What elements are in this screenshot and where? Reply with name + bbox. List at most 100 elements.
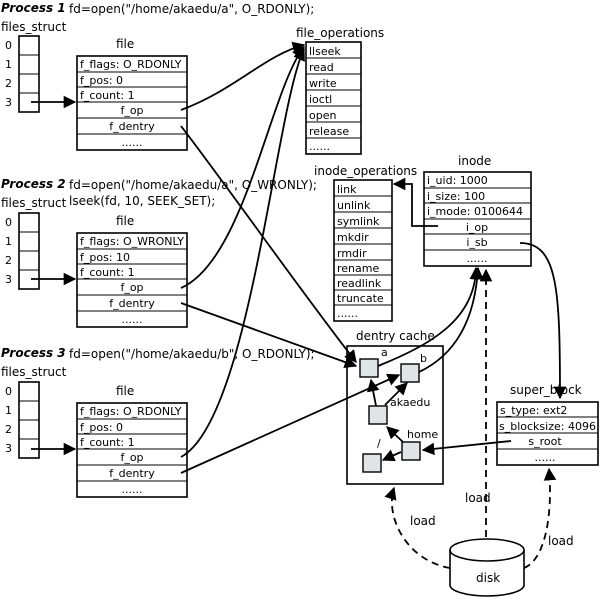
- process-code-line: fd=open("/home/akaedu/b", O_RDONLY);: [69, 347, 315, 361]
- dentry-node-a: [359, 358, 379, 378]
- file-field: f_count: 1: [80, 89, 135, 102]
- file-struct-table: [76, 55, 188, 151]
- file-field: ......: [122, 483, 143, 496]
- file-field: f_dentry: [109, 467, 155, 480]
- file-field: f_op: [120, 281, 143, 294]
- f-op-arrow: [180, 46, 305, 289]
- inode-op-item: truncate: [337, 292, 384, 305]
- fd-index: 3: [5, 273, 12, 286]
- inode-operations: inode_operations link unlink symlink mkd…: [314, 164, 417, 322]
- dentry-edge: [381, 449, 402, 462]
- file-field: f_flags: O_RDONLY: [80, 405, 182, 418]
- file-field: f_flags: O_WRONLY: [80, 235, 184, 248]
- f-dentry-arrow: [180, 125, 357, 363]
- load-arrow: [523, 467, 557, 569]
- process-label: Process 2: [1, 177, 66, 191]
- fd-index: 2: [5, 423, 12, 436]
- process-2: Process 2 fd=open("/home/akaedu/a", O_WR…: [1, 177, 317, 328]
- process-code-line: fd=open("/home/akaedu/a", O_RDONLY);: [69, 2, 314, 16]
- dentry-node-root: [362, 453, 382, 473]
- file-label: file: [116, 37, 134, 51]
- file-field: ......: [122, 313, 143, 326]
- file-operations-title: file_operations: [296, 26, 384, 40]
- dentry-edge: [386, 426, 404, 443]
- file-field: f_dentry: [109, 120, 155, 133]
- fd-index: 2: [5, 77, 12, 90]
- inode-field: i_uid: 1000: [427, 174, 488, 187]
- inode-field: i_op: [466, 221, 488, 234]
- super-block-field: s_type: ext2: [500, 404, 567, 417]
- files-struct-table: [18, 212, 40, 290]
- file-struct-table: [76, 402, 188, 498]
- super-block-field: s_root: [528, 435, 562, 448]
- process-1: Process 1 fd=open("/home/akaedu/a", O_RD…: [1, 1, 314, 151]
- dentry-node-b: [400, 363, 420, 383]
- file-label: file: [116, 214, 134, 228]
- inode-op-item: ......: [337, 307, 358, 320]
- files-struct-table: [18, 35, 40, 113]
- process-label: Process 3: [1, 346, 66, 360]
- fd-index: 0: [5, 216, 12, 229]
- super-block-title: super_block: [510, 383, 582, 397]
- file-op-item: ioctl: [309, 93, 332, 106]
- file-field: f_pos: 0: [80, 74, 123, 87]
- file-field: f_dentry: [109, 297, 155, 310]
- dentry-inode-arrow: [418, 266, 484, 373]
- process-3: Process 3 fd=open("/home/akaedu/b", O_RD…: [1, 346, 315, 498]
- file-op-item: llseek: [309, 45, 341, 58]
- inode-operations-title: inode_operations: [314, 164, 417, 178]
- i-sb-arrow: [519, 242, 567, 400]
- file-field: f_pos: 10: [80, 251, 130, 264]
- load-arrow: [384, 486, 451, 569]
- file-field: f_count: 1: [80, 436, 135, 449]
- file-label: file: [116, 384, 134, 398]
- dentry-label: a: [381, 346, 388, 359]
- file-field: ......: [122, 136, 143, 149]
- dentry-cache: dentry cache a b akaedu home /: [346, 329, 444, 485]
- file-op-item: write: [309, 77, 337, 90]
- files-struct-label: files_struct: [1, 196, 67, 210]
- process-label: Process 1: [1, 1, 66, 15]
- inode-op-item: rename: [337, 262, 379, 275]
- disk-label: disk: [476, 571, 500, 585]
- dentry-label: akaedu: [390, 396, 430, 409]
- super-block-field: ......: [535, 451, 556, 464]
- dentry-node-home: [401, 441, 421, 461]
- file-op-item: ......: [309, 140, 330, 153]
- inode-field: ......: [467, 252, 488, 265]
- file-operations: file_operations llseek read write ioctl …: [296, 26, 384, 155]
- process-code-line: lseek(fd, 10, SEEK_SET);: [69, 194, 215, 208]
- f-op-arrow: [180, 47, 305, 458]
- file-field: f_flags: O_RDONLY: [80, 58, 182, 71]
- dentry-edge: [384, 382, 408, 406]
- f-dentry-arrow: [180, 302, 358, 369]
- dentry-label: home: [407, 428, 438, 441]
- inode-field: i_sb: [466, 236, 487, 249]
- s-root-arrow: [421, 440, 512, 456]
- dentry-label: /: [377, 437, 381, 450]
- super-block-field: s_blocksize: 4096: [499, 420, 596, 433]
- inode-field: i_mode: 0100644: [427, 205, 523, 218]
- process-code-line: fd=open("/home/akaedu/a", O_WRONLY);: [69, 178, 317, 192]
- dentry-inode-arrow: [377, 266, 483, 367]
- inode-op-item: readlink: [337, 277, 382, 290]
- file-field: f_count: 1: [80, 266, 135, 279]
- fd-index: 3: [5, 96, 12, 109]
- fd-index: 1: [5, 58, 12, 71]
- inode: inode i_uid: 1000 i_size: 100 i_mode: 01…: [423, 154, 532, 267]
- file-struct-table: [76, 232, 188, 328]
- dentry-node-akaedu: [368, 405, 388, 425]
- i-op-arrow: [392, 177, 438, 227]
- fd-index: 3: [5, 442, 12, 455]
- f-dentry-arrow: [180, 373, 401, 474]
- fd-index: 0: [5, 385, 12, 398]
- file-op-item: open: [309, 109, 336, 122]
- file-op-item: release: [309, 125, 349, 138]
- inode-op-item: unlink: [337, 199, 371, 212]
- inode-op-item: rmdir: [337, 247, 367, 260]
- file-field: f_op: [120, 451, 143, 464]
- f-op-arrow: [180, 41, 306, 111]
- files-struct-table: [18, 381, 40, 459]
- dentry-cache-title: dentry cache: [356, 329, 435, 343]
